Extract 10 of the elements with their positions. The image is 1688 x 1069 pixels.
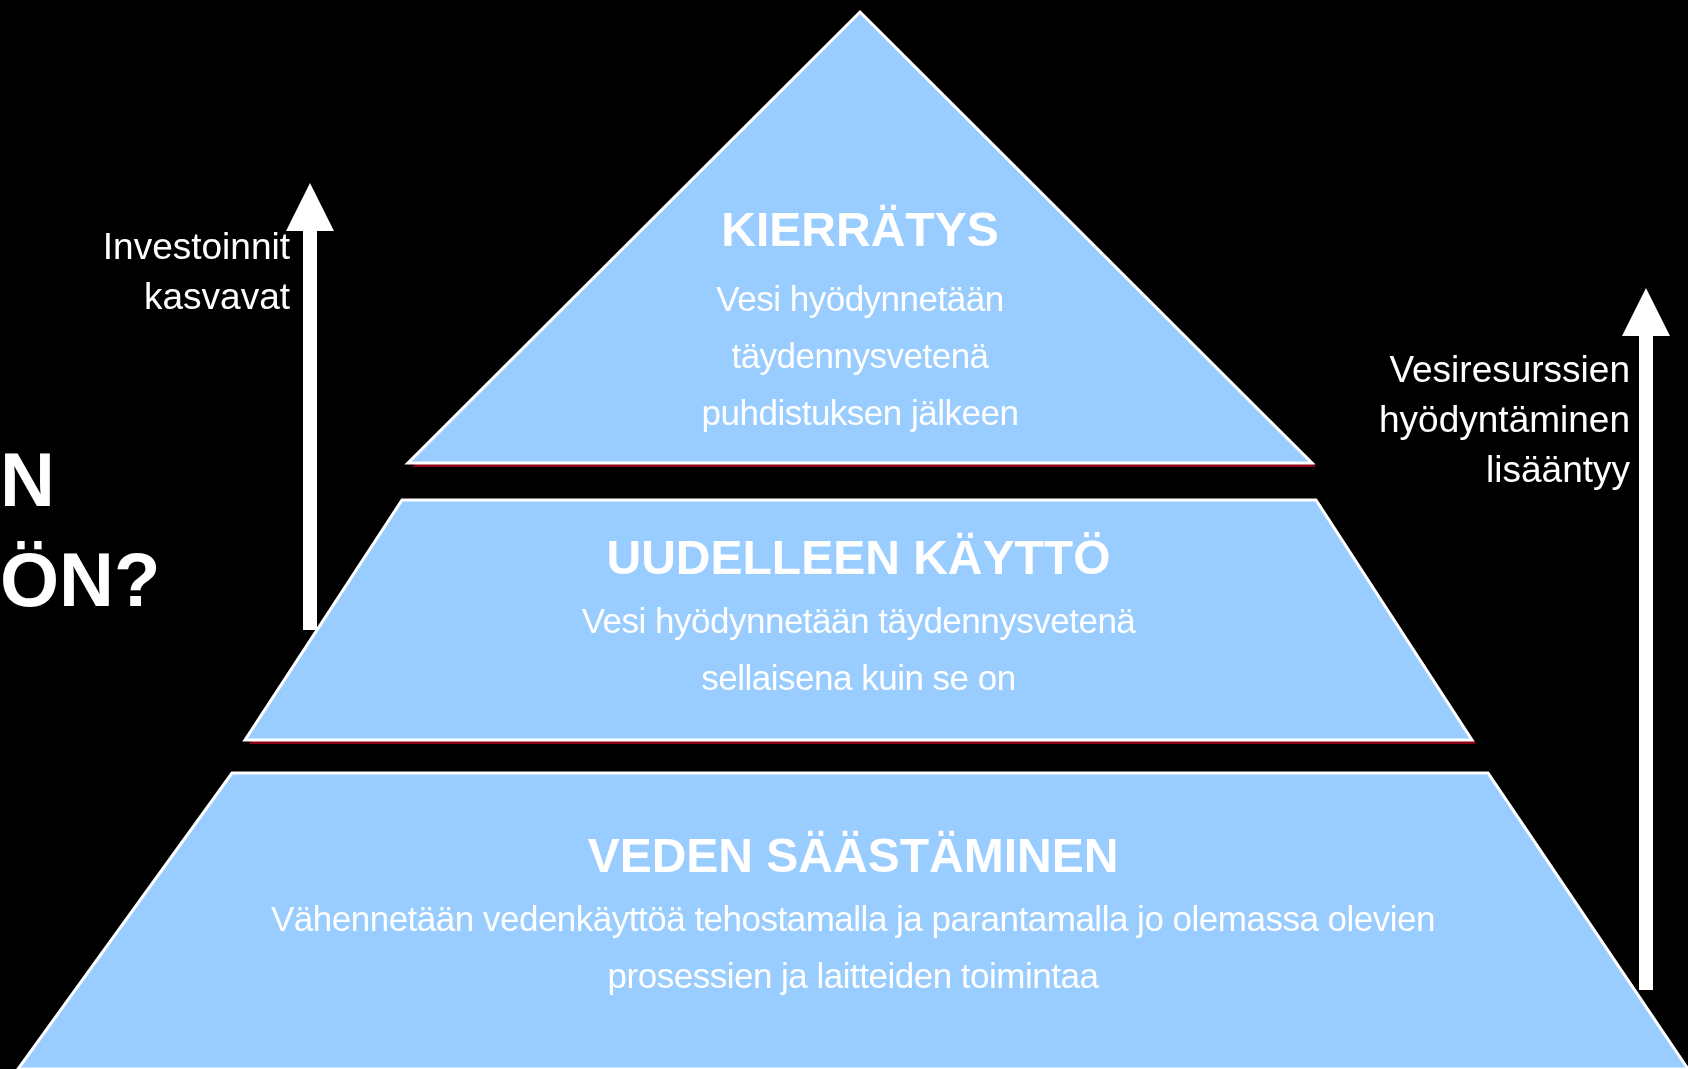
tier-heading: VEDEN SÄÄSTÄMINEN xyxy=(586,828,1120,884)
tier-description: Vesi hyödynnetään täydennysvetenä sellaisena kuin se on xyxy=(580,600,1137,699)
tier-heading: UUDELLEEN KÄYTTÖ xyxy=(605,530,1112,586)
tier-heading: KIERRÄTYS xyxy=(720,202,1000,258)
tier-description: Vähennetään vedenkäyttöä tehostamalla ja parantamalla jo olemassa olevien prosessien ja laitteiden toimintaa xyxy=(270,898,1436,997)
tier-description: Vesi hyödynnetään täydennysvetenä puhdistuksen jälkeen xyxy=(700,278,1020,434)
axis-caption: Vesiresurssien hyödyntäminen lisääntyy xyxy=(1378,348,1630,492)
heading-fragment: N xyxy=(0,440,56,520)
axis-caption: Investoinnit kasvavat xyxy=(101,225,290,319)
heading-fragment: ÖN? xyxy=(0,540,162,620)
